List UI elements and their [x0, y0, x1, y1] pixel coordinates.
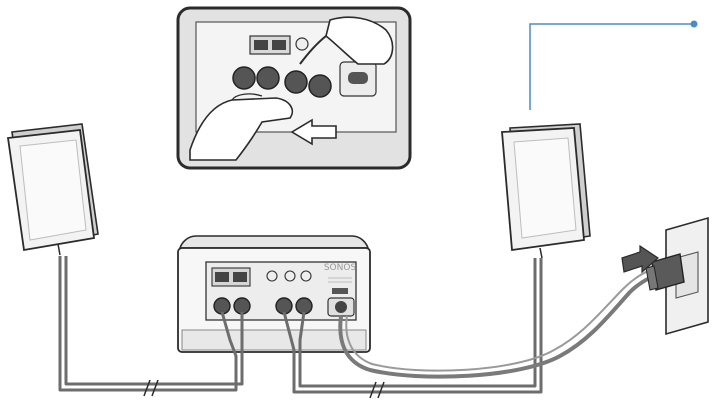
right-speaker: [501, 123, 591, 259]
callout-line: [529, 20, 698, 110]
brand-label: SONOS: [324, 263, 357, 273]
inset-closeup-panel: [176, 6, 412, 170]
ethernet-port-icon: [249, 35, 291, 55]
left-speaker: [6, 123, 99, 256]
callout-dot: [690, 20, 698, 28]
power-cord: [338, 265, 665, 379]
speaker-terminal-icon: [232, 66, 332, 98]
arrow-right-icon: [290, 118, 337, 146]
hand-left: [189, 97, 294, 161]
arrow-right-icon: [621, 244, 659, 274]
speaker-cables: [58, 256, 543, 399]
hand-right: [325, 16, 394, 65]
power-plug-icon: [645, 253, 685, 291]
